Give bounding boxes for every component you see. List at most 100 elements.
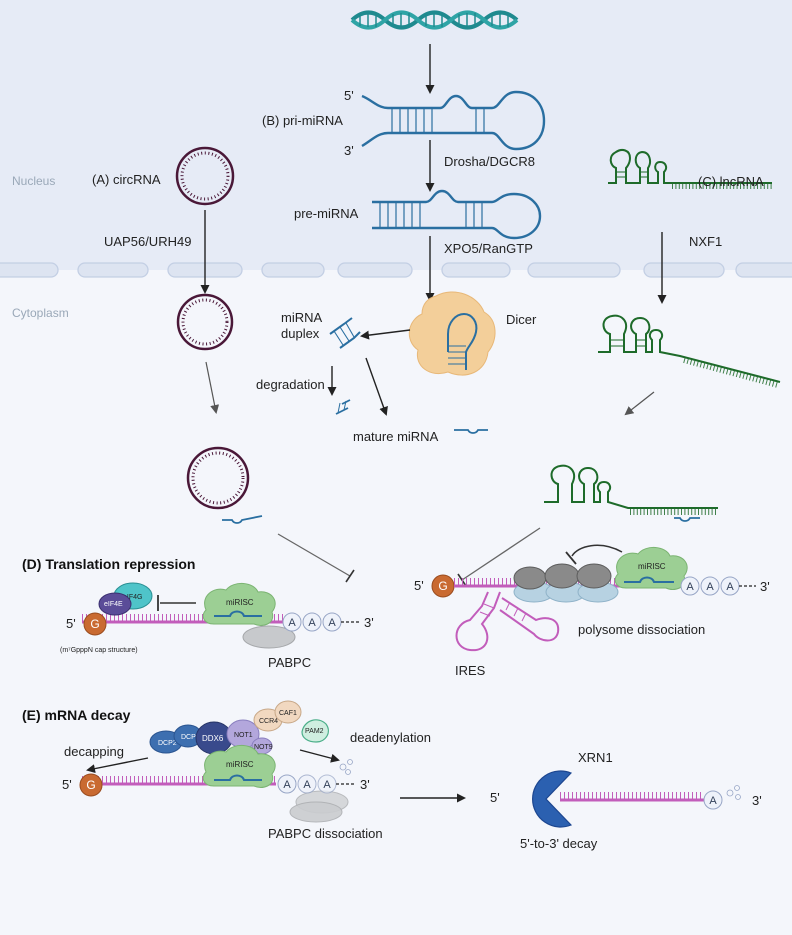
poly-a-d2-3: A xyxy=(726,581,734,593)
nucleus-label: Nucleus xyxy=(12,174,55,188)
poly-a-d2-2: A xyxy=(706,581,714,593)
mrna-e1-5prime: 5' xyxy=(62,777,72,792)
not9-label: NOT9 xyxy=(254,744,273,751)
arrow-duplex-to-mature xyxy=(365,357,388,416)
arrow-deadenylation xyxy=(299,749,340,763)
circrna-ring-nucleus xyxy=(175,146,235,206)
lncrna-nucleus xyxy=(608,149,772,189)
cap-structure-label: (m⁷GpppN cap structure) xyxy=(60,647,138,654)
eif4e-label: eIF4E xyxy=(104,601,123,608)
dna-helix-icon xyxy=(350,10,519,30)
decapping-complex: DCP2 DCP1 DDX6 NOT1 NOT9 CCR4 CAF1 PAM2 xyxy=(149,700,329,755)
mirna-duplex xyxy=(329,317,361,349)
arrow-decapping xyxy=(86,757,149,774)
section-d-title: (D) Translation repression xyxy=(22,556,195,572)
dcp2-label: DCP2 xyxy=(158,740,177,747)
dcp1-label: DCP1 xyxy=(181,734,200,741)
mrna-e1-3prime: 3' xyxy=(360,777,370,792)
cap-g-label-d2: G xyxy=(438,579,447,593)
poly-a-1: A xyxy=(288,617,296,629)
nxf1-label: NXF1 xyxy=(689,234,722,249)
poly-a-e-3: A xyxy=(323,779,331,791)
degradation-label: degradation xyxy=(256,377,325,392)
poly-a-tail-e2: A xyxy=(703,790,723,810)
ddx6-label: DDX6 xyxy=(202,734,224,743)
ires-label: IRES xyxy=(455,663,486,678)
poly-a-tail-d2: A A A xyxy=(680,576,756,596)
deadenylation-label: deadenylation xyxy=(350,730,431,745)
arrow-dicer-to-duplex xyxy=(360,329,411,340)
poly-a-e2-1: A xyxy=(709,795,717,807)
cap-g-icon-e: G xyxy=(79,773,103,797)
mrna-d2-3prime: 3' xyxy=(760,579,770,594)
poly-a-e-2: A xyxy=(303,779,311,791)
pri-mirna-3prime: 3' xyxy=(344,143,354,158)
pri-mirna-hairpin xyxy=(361,90,546,151)
poly-a-tail-e: A A A xyxy=(277,774,356,794)
eif4g-label: eIF4G xyxy=(123,594,142,601)
mrna-d1-5prime: 5' xyxy=(66,616,76,631)
nuclear-membrane xyxy=(0,262,792,278)
pam2-label: PAM2 xyxy=(305,728,324,735)
duplex-label-line1: miRNA xyxy=(281,310,322,325)
drosha-label: Drosha/DGCR8 xyxy=(444,154,535,169)
ribosome-cluster xyxy=(513,563,619,603)
mrna-decaying xyxy=(560,792,704,802)
xrn1-pacman-icon xyxy=(532,770,573,828)
duplex-label-line2: duplex xyxy=(281,326,320,341)
mature-mirna-label: mature miRNA xyxy=(353,429,439,444)
pri-mirna-5prime: 5' xyxy=(344,88,354,103)
circrna-sponge xyxy=(186,446,263,524)
uap56-label: UAP56/URH49 xyxy=(104,234,191,249)
inhibit-circrna-to-translation xyxy=(277,533,355,583)
inhibit-mirisc-to-ribosome xyxy=(565,544,623,565)
poly-a-2: A xyxy=(308,617,316,629)
dicer-enzyme xyxy=(408,291,496,376)
arrow-lncrna-to-sponge xyxy=(624,391,655,416)
ccr4-label: CCR4 xyxy=(259,718,278,725)
pabpc-label: PABPC xyxy=(268,655,311,670)
eif4e-protein: eIF4E xyxy=(98,592,132,616)
mirisc-complex-d1: miRISC xyxy=(202,583,276,626)
cap-g-label-e: G xyxy=(86,778,95,792)
inhibit-mirisc-to-eif4g xyxy=(157,595,196,611)
lncrna-bound-mirna xyxy=(674,517,700,522)
pre-mirna-label: pre-miRNA xyxy=(294,206,359,221)
poly-a-d2-1: A xyxy=(686,581,694,593)
nucleus-region xyxy=(0,0,792,270)
circrna-ring-cytoplasm xyxy=(176,293,234,351)
mrna-e2-5prime: 5' xyxy=(490,790,500,805)
mrna-e2-3prime: 3' xyxy=(752,793,762,808)
dicer-label: Dicer xyxy=(506,312,537,327)
circrna-label: (A) circRNA xyxy=(92,172,161,187)
released-adenosines-e2 xyxy=(726,785,741,800)
ires-structure xyxy=(455,591,560,652)
mrna-d1-3prime: 3' xyxy=(364,615,374,630)
polysome-dissociation-label: polysome dissociation xyxy=(578,622,705,637)
mirisc-label-e: miRISC xyxy=(226,760,254,769)
lncrna-sponge xyxy=(544,464,718,515)
lncrna-label: (C) lncRNA xyxy=(698,174,764,189)
pabpc-dissociation-label: PABPC dissociation xyxy=(268,826,383,841)
poly-a-e-1: A xyxy=(283,779,291,791)
decay-5-to-3-label: 5'-to-3' decay xyxy=(520,836,598,851)
not1-label: NOT1 xyxy=(234,732,253,739)
lncrna-cytoplasm xyxy=(598,314,781,388)
pabpc-protein xyxy=(242,625,296,649)
cap-g-icon: G xyxy=(83,612,107,636)
mirisc-complex-e: miRISC xyxy=(202,745,276,788)
xrn1-label: XRN1 xyxy=(578,750,613,765)
mirisc-label-d2: miRISC xyxy=(638,562,666,571)
degraded-fragments xyxy=(335,399,351,415)
decapping-label: decapping xyxy=(64,744,124,759)
mature-mirna-strand xyxy=(454,429,488,434)
xpo5-label: XPO5/RanGTP xyxy=(444,241,533,256)
mirisc-complex-d2: miRISC xyxy=(614,547,688,590)
mrna-d2-5prime: 5' xyxy=(414,578,424,593)
section-e-title: (E) mRNA decay xyxy=(22,707,131,723)
pri-mirna-label: (B) pri-miRNA xyxy=(262,113,343,128)
arrow-circrna-to-sponge xyxy=(205,361,220,414)
cap-g-icon-d2: G xyxy=(431,574,455,598)
mirisc-label-d1: miRISC xyxy=(226,598,254,607)
